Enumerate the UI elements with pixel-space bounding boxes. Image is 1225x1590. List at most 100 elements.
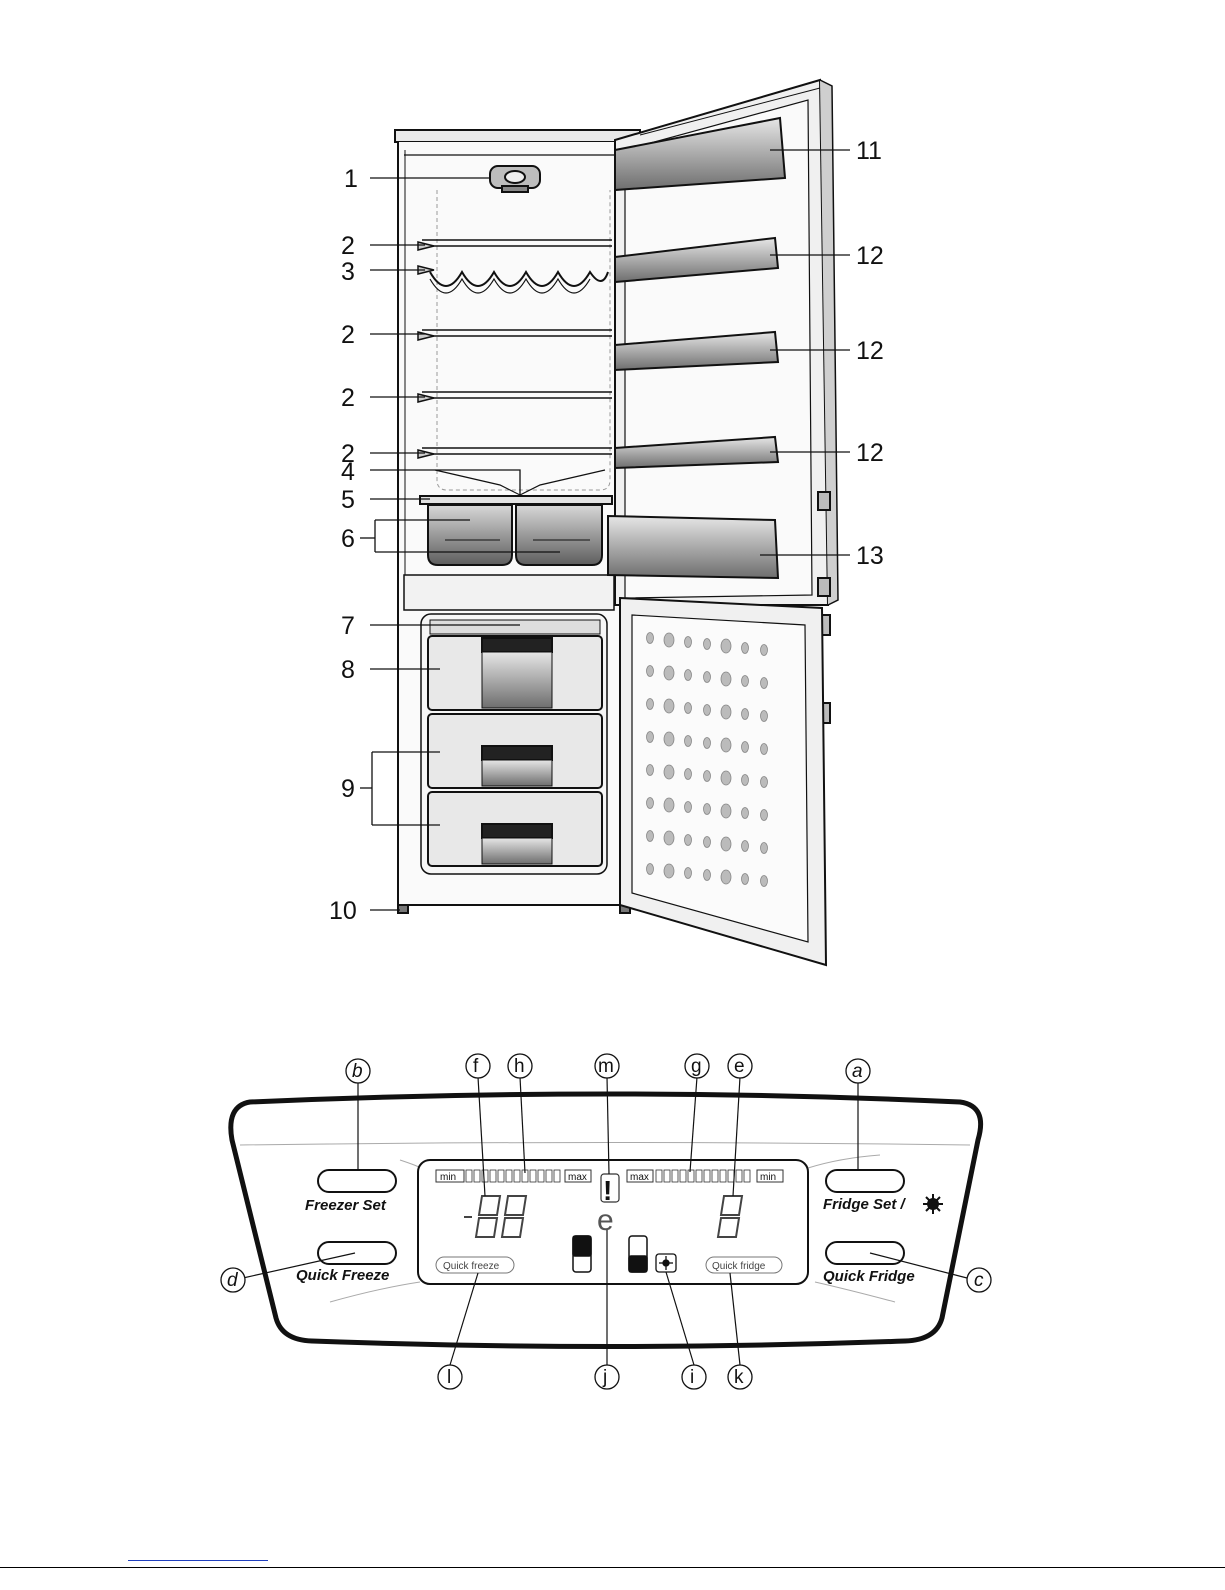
- door-dimple: [685, 802, 692, 813]
- callout-3: 3: [341, 258, 355, 286]
- door-dimple: [742, 874, 749, 885]
- door-dimple: [647, 732, 654, 743]
- door-dimple: [664, 798, 674, 812]
- callout-j: j: [602, 1367, 607, 1388]
- footer-rule: [0, 1567, 1225, 1568]
- fridge-illustration: [395, 80, 838, 965]
- level-bar-cell: [530, 1170, 536, 1182]
- callout-m: m: [598, 1056, 614, 1077]
- right-min-label: min: [760, 1172, 776, 1183]
- callout-10: 10: [329, 897, 357, 925]
- door-dimple: [721, 870, 731, 884]
- level-bar-cell: [736, 1170, 742, 1182]
- door-dimple: [685, 868, 692, 879]
- door-dimple: [647, 831, 654, 842]
- door-dimple: [721, 705, 731, 719]
- level-bar-cell: [482, 1170, 488, 1182]
- quick-fridge-indicator-label: Quick fridge: [712, 1261, 766, 1272]
- callout-12: 12: [856, 337, 884, 365]
- quick-freeze-button[interactable]: [318, 1242, 396, 1264]
- callout-2: 2: [341, 232, 355, 260]
- callout-l: l: [447, 1367, 451, 1388]
- door-dimple: [664, 864, 674, 878]
- level-bar-cell: [688, 1170, 694, 1182]
- door-dimple: [761, 810, 768, 821]
- level-bar-cell: [696, 1170, 702, 1182]
- callout-k: k: [734, 1367, 744, 1388]
- door-dimple: [704, 639, 711, 650]
- level-bar-cell: [704, 1170, 710, 1182]
- level-bar-cell: [720, 1170, 726, 1182]
- freezer-set-button[interactable]: [318, 1170, 396, 1192]
- left-max-label: max: [568, 1172, 587, 1183]
- level-bar-cell: [474, 1170, 480, 1182]
- level-bar-cell: [672, 1170, 678, 1182]
- callout-c: c: [974, 1270, 984, 1291]
- level-bar-cell: [538, 1170, 544, 1182]
- door-dimple: [664, 831, 674, 845]
- callout-9: 9: [341, 775, 355, 803]
- level-bar-cell: [664, 1170, 670, 1182]
- door-dimple: [742, 676, 749, 687]
- door-dimple: [704, 837, 711, 848]
- door-dimple: [742, 775, 749, 786]
- level-bar-cell: [728, 1170, 734, 1182]
- door-dimple: [685, 703, 692, 714]
- door-dimple: [664, 633, 674, 647]
- door-dimple: [685, 769, 692, 780]
- fridge-set-label: Fridge Set /: [823, 1196, 907, 1213]
- door-dimple: [721, 639, 731, 653]
- door-dimple: [704, 804, 711, 815]
- door-dimple: [685, 637, 692, 648]
- door-dimple: [647, 798, 654, 809]
- callout-13: 13: [856, 542, 884, 570]
- door-dimple: [664, 732, 674, 746]
- cabinet-top: [395, 130, 640, 142]
- compartment-divider: [404, 575, 614, 610]
- callout-1: 1: [344, 165, 358, 193]
- quick-fridge-button[interactable]: [826, 1242, 904, 1264]
- callout-12: 12: [856, 439, 884, 467]
- quick-freeze-label: Quick Freeze: [296, 1267, 389, 1284]
- level-bar-cell: [554, 1170, 560, 1182]
- level-bar-cell: [498, 1170, 504, 1182]
- door-dimple: [647, 864, 654, 875]
- door-dimple: [761, 843, 768, 854]
- level-bar-cell: [680, 1170, 686, 1182]
- callout-a: a: [852, 1061, 863, 1082]
- quick-fridge-label: Quick Fridge: [823, 1268, 915, 1285]
- callout-2: 2: [341, 321, 355, 349]
- callout-4: 4: [341, 458, 355, 486]
- door-dimple: [647, 699, 654, 710]
- level-bar-cell: [506, 1170, 512, 1182]
- door-dimple: [647, 633, 654, 644]
- callout-d: d: [227, 1270, 239, 1291]
- door-dimple: [664, 765, 674, 779]
- door-dimple: [721, 672, 731, 686]
- footer-link-underline: [128, 1560, 268, 1561]
- callout-g: g: [691, 1056, 702, 1077]
- door-dimple: [647, 666, 654, 677]
- callout-i: i: [690, 1367, 694, 1388]
- fridge-set-button[interactable]: [826, 1170, 904, 1192]
- door-dimple: [704, 870, 711, 881]
- level-bar-cell: [712, 1170, 718, 1182]
- door-dimple: [647, 765, 654, 776]
- freezer-drawers: [428, 636, 602, 866]
- door-dimple: [721, 837, 731, 851]
- adjustable-foot: [398, 905, 408, 913]
- door-dimple: [742, 808, 749, 819]
- callout-6: 6: [341, 525, 355, 553]
- callout-11: 11: [856, 137, 882, 165]
- door-dimple: [704, 705, 711, 716]
- door-dimple: [664, 666, 674, 680]
- door-dimple: [685, 736, 692, 747]
- door-dimple: [664, 699, 674, 713]
- callout-8: 8: [341, 656, 355, 684]
- freezer-set-label: Freezer Set: [305, 1197, 387, 1214]
- fridge-compartment-icon: [629, 1236, 647, 1272]
- alarm-icon: !: [603, 1175, 612, 1206]
- door-dimple: [704, 771, 711, 782]
- door-dimple: [721, 738, 731, 752]
